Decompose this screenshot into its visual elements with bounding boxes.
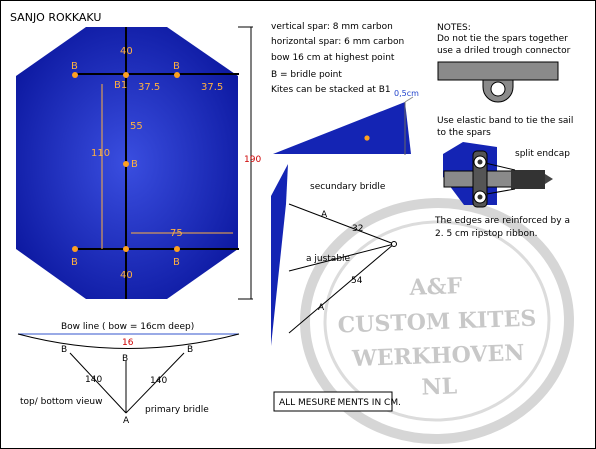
notes-edges-2: 2. 5 cm ripstop ribbon.	[435, 229, 538, 239]
dim-lower-half: 75	[170, 228, 183, 239]
stamp-line-2: CUSTOM KITES	[337, 306, 536, 339]
dim-right-half: 37.5	[201, 82, 223, 93]
bridle-seg-top: 32	[352, 224, 363, 234]
bow-labels: Bow line ( bow = 16cm deep) 16 B B B 140…	[20, 322, 209, 426]
bridle-a-top: A	[321, 210, 328, 220]
measure-note-box	[273, 391, 393, 412]
bow-a: A	[123, 416, 130, 426]
secondary-bridle-labels: secundary bridle A 32 a justable 54 A	[306, 182, 386, 313]
bridle-ring	[391, 241, 397, 247]
dim-gap: 0,5cm	[394, 89, 419, 98]
bow-title: Bow line ( bow = 16cm deep)	[61, 322, 194, 332]
label-b-bottom-right: B	[173, 257, 180, 268]
measure-note: ALL MESURE MENTS IN CM.	[279, 398, 401, 408]
view-label: top/ bottom vieuw	[20, 397, 102, 407]
label-b-center: B	[131, 159, 138, 170]
stamp-line-4: NL	[421, 373, 457, 400]
notes-edges-1: The edges are reinforced by a	[434, 216, 570, 226]
stamp-line-1: A&F	[408, 273, 463, 301]
label-b-top-left: B	[71, 61, 78, 72]
bow-leg-right: 140	[150, 376, 167, 386]
bow-curve	[17, 333, 240, 349]
dim-left-half: 37.5	[138, 82, 160, 93]
spec-list: vertical spar: 8 mm carbon horizontal sp…	[271, 22, 404, 95]
bridle-points	[72, 72, 180, 252]
dim-top: 40	[120, 46, 133, 57]
spec-bow: bow 16 cm at highest point	[271, 53, 395, 63]
spec-bridle-point: B = bridle point	[271, 70, 342, 80]
connector-drawing	[437, 61, 559, 103]
bow-b-center: B	[122, 354, 128, 364]
notes-heading: NOTES:	[437, 23, 471, 33]
endcap-drawing	[443, 142, 553, 208]
bridle-seg-bottom: 54	[351, 276, 363, 286]
kite-dimension-lines	[101, 84, 233, 249]
stamp-line-3: WERKHOVEN	[351, 340, 525, 372]
bridle-adjustable: a justable	[306, 254, 351, 264]
notes-line-1: Do not tie the spars together	[437, 34, 568, 44]
bridle-side-sail	[271, 164, 288, 346]
spec-stacking: Kites can be stacked at B1	[271, 85, 391, 95]
notes: NOTES: Do not tie the spars together use…	[434, 23, 573, 239]
dim-bottom: 40	[120, 270, 133, 281]
total-height-dimension	[238, 26, 253, 300]
label-b-bottom-left: B	[71, 257, 78, 268]
page-title: SANJO ROKKAKU	[10, 11, 101, 24]
notes-elastic-1: Use elastic band to tie the sail	[437, 116, 573, 126]
bow-b-right: B	[187, 345, 193, 355]
kite-labels: 40 B B B1 37.5 37.5 55 110 B 75 B B 40	[71, 46, 223, 281]
dim-upper: 55	[130, 121, 143, 132]
notes-line-2: use a driled trough connector	[437, 46, 571, 56]
bow-leg-left: 140	[85, 375, 102, 385]
spec-vertical-spar: vertical spar: 8 mm carbon	[271, 22, 393, 32]
label-b1: B1	[114, 80, 127, 91]
primary-bridle-label: primary bridle	[145, 405, 209, 415]
secondary-bridle-lines	[288, 203, 395, 334]
bridle-a-bottom: A	[318, 303, 325, 313]
secondary-bridle-title: secundary bridle	[310, 182, 386, 192]
dim-center-height: 110	[91, 148, 110, 159]
kite-side-wedge	[273, 102, 411, 154]
split-endcap-label: split endcap	[515, 149, 570, 159]
dim-total-height: 190	[244, 155, 261, 165]
bow-depth: 16	[122, 338, 134, 348]
notes-elastic-2: to the spars	[437, 128, 491, 138]
bow-b-left: B	[61, 345, 67, 355]
spec-horizontal-spar: horizontal spar: 6 mm carbon	[271, 37, 404, 47]
side-bridle-point	[364, 135, 370, 141]
label-b-top-right: B	[173, 61, 180, 72]
primary-bridle-lines	[69, 352, 185, 414]
